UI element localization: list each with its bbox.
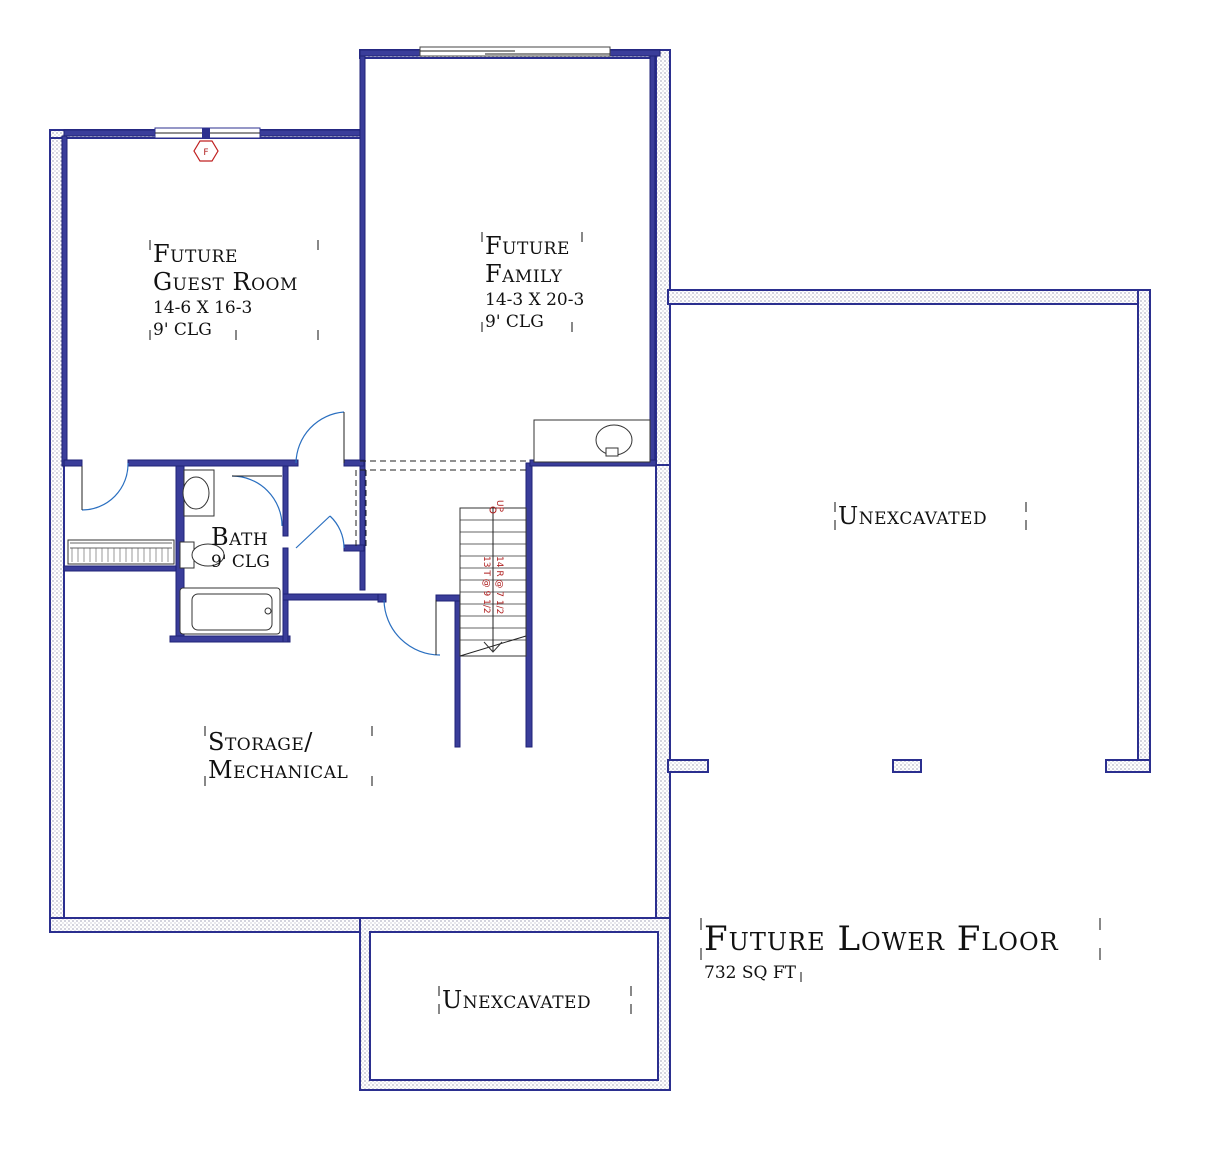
svg-text:Storage/: Storage/ (208, 728, 313, 756)
plan-title: Future Lower Floor 732 SQ FT (700, 918, 1101, 983)
label-unexcavated-right: Unexcavated (834, 502, 1027, 530)
svg-text:14 R @ 7 1/2: 14 R @ 7 1/2 (494, 556, 504, 614)
svg-text:Unexcavated: Unexcavated (442, 986, 591, 1014)
svg-text:UP: UP (494, 500, 504, 513)
svg-text:9' CLG: 9' CLG (153, 320, 212, 340)
door-swings (81, 411, 441, 656)
label-unexcavated-bottom: Unexcavated (438, 986, 632, 1014)
label-family-room: Future Family 14-3 X 20-3 9' CLG (481, 232, 584, 332)
interior-walls (61, 49, 661, 748)
svg-text:14-3 X 20-3: 14-3 X 20-3 (485, 290, 584, 310)
svg-text:9' CLG: 9' CLG (211, 552, 270, 572)
svg-text:Mechanical: Mechanical (208, 756, 348, 784)
svg-text:Future Lower Floor: Future Lower Floor (704, 919, 1059, 959)
svg-text:14-6 X 16-3: 14-6 X 16-3 (153, 298, 252, 318)
svg-text:Guest Room: Guest Room (153, 268, 298, 296)
svg-text:Family: Family (485, 260, 563, 288)
label-guest-room: Future Guest Room 14-6 X 16-3 9' CLG (149, 240, 319, 340)
svg-text:13 T @ 9 1/2: 13 T @ 9 1/2 (481, 556, 491, 614)
label-storage: Storage/ Mechanical (204, 726, 373, 786)
label-bath: Bath 9' CLG (211, 523, 270, 572)
svg-text:Future: Future (153, 240, 238, 268)
window-top-guest (154, 127, 261, 139)
sliding-door-family (419, 46, 611, 57)
svg-text:Bath: Bath (211, 523, 268, 551)
dashed-beams (355, 460, 530, 548)
svg-text:Future: Future (485, 232, 570, 260)
foundation-walls (49, 49, 1151, 1091)
svg-text:732 SQ FT: 732 SQ FT (704, 963, 797, 983)
stairs: UP 14 R @ 7 1/2 13 T @ 9 1/2 (459, 500, 527, 657)
bath-fixtures (179, 469, 281, 635)
svg-text:9' CLG: 9' CLG (485, 312, 544, 332)
utility-fixture (533, 419, 651, 463)
fireplace-tag: F (193, 140, 219, 162)
closet-shelf (67, 539, 175, 565)
svg-text:F: F (203, 148, 208, 158)
svg-text:Unexcavated: Unexcavated (838, 502, 987, 530)
